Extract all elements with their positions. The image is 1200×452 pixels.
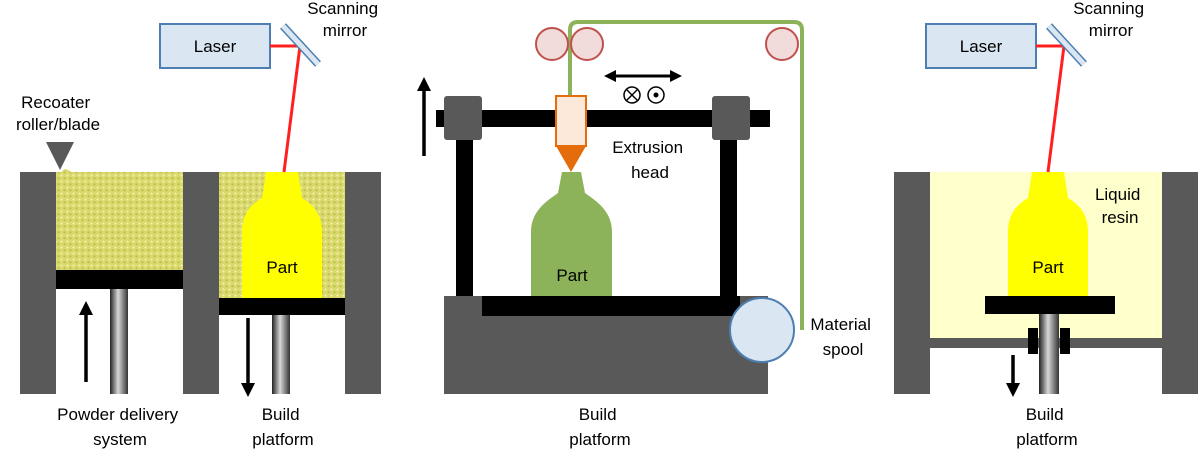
part-shape [242,172,322,298]
mirror-label: Scanning mirror [307,0,383,40]
extrusion-panel: Extrusion head Part Material spool Build [417,20,875,449]
delivery-piston-plate [56,270,183,289]
delivery-piston-rod [110,289,128,394]
laser-label: Laser [194,37,237,56]
out-of-page-icon [647,86,665,104]
vat-right-wall [1162,172,1198,394]
mirror-label: Scanning mirror [1073,0,1149,40]
middle-wall [183,172,219,394]
part-label: Part [266,258,297,277]
material-spool [729,297,795,363]
frame-post-left [456,118,473,296]
extrusion-head-body [555,95,587,147]
into-page-icon [623,86,641,104]
powder-delivery-bed [56,172,183,270]
part-label: Part [1032,258,1063,277]
vat-seal-left [1028,328,1038,354]
recoater-label: Recoater roller/blade [16,93,100,134]
cured-part [1008,172,1088,296]
powder-delivery-label: Powder delivery system [57,405,183,449]
build-platform-label: Build platform [1016,405,1077,449]
extrusion-nozzle [556,146,586,172]
laser-beam [270,44,302,173]
powder-heap [58,169,74,178]
vat-seal-right [1060,328,1070,354]
extruded-part [531,172,612,296]
vat-left-wall [894,172,930,394]
guide-roller [765,27,799,61]
right-wall [345,172,381,394]
vat-panel: Part Laser Scanning mirror Liquid resin … [894,0,1198,449]
feed-roller-right [570,27,604,61]
build-piston-plate [219,298,345,315]
build-plate [482,296,740,316]
laser-box [159,23,271,69]
vat-platform-rod [1039,314,1059,394]
build-platform-label: Build platform [569,405,630,449]
laser-beam [1036,44,1066,173]
recoater-blade [46,142,74,170]
material-spool-label: Material spool [810,315,875,359]
frame-post-right [720,118,737,296]
feed-roller-left [535,27,569,61]
gantry-crossbar [436,110,770,127]
part-label: Part [556,266,587,285]
gantry-carriage-right [712,96,750,140]
laser-label: Laser [960,37,1003,56]
gantry-carriage-left [444,96,482,140]
filament-path [568,20,804,330]
laser-box [925,23,1037,69]
scanning-mirror-face [1047,24,1086,66]
build-platform-label: Build platform [252,405,313,449]
scanning-mirror-face [281,24,320,66]
vat-build-platform [985,296,1115,314]
liquid-resin-label: Liquid resin [1095,185,1145,227]
powder-bed-panel: Part Recoater roller/blade Laser Scannin… [16,0,383,449]
left-wall [20,172,56,394]
extrusion-head-label: Extrusion head [612,138,688,182]
build-piston-rod [272,315,290,394]
